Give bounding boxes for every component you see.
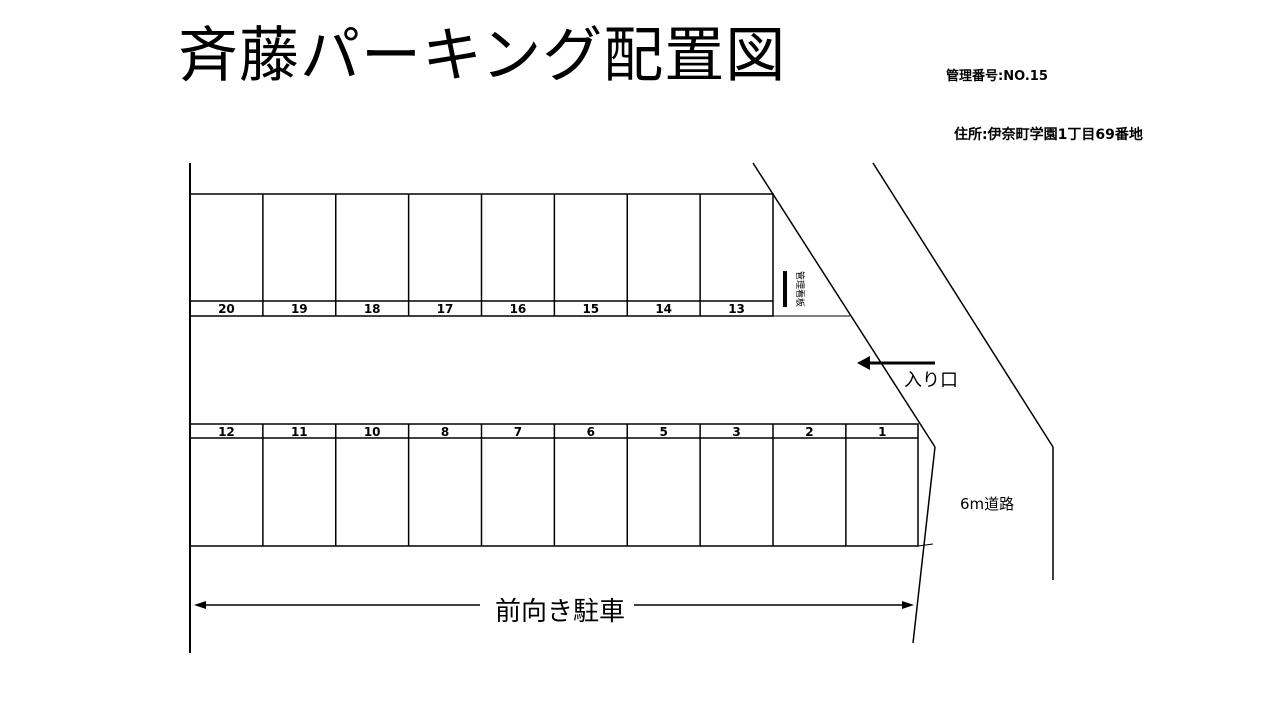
dimension-arrow-right-icon xyxy=(902,601,914,609)
road-label: 6m道路 xyxy=(960,495,1014,513)
sign-label: 管理看板 xyxy=(794,271,806,307)
parking-space-number: 7 xyxy=(514,425,522,439)
parking-space-number: 1 xyxy=(878,425,886,439)
parking-space-number: 20 xyxy=(218,302,235,316)
parking-space-number: 2 xyxy=(805,425,813,439)
parking-space-number: 17 xyxy=(437,302,454,316)
page-title: 斉藤パーキング配置図 xyxy=(178,21,787,91)
parking-space-number: 18 xyxy=(364,302,381,316)
parking-space-number: 11 xyxy=(291,425,308,439)
parking-space-number: 8 xyxy=(441,425,449,439)
parking-space-number: 15 xyxy=(582,302,599,316)
parking-space-number: 14 xyxy=(655,302,672,316)
parking-space-number: 3 xyxy=(732,425,740,439)
parking-space-number: 12 xyxy=(218,425,235,439)
dimension-arrow-left-icon xyxy=(194,601,206,609)
entrance-label: 入り口 xyxy=(904,370,958,391)
bottom-row-road-connector xyxy=(917,543,934,547)
road-edge-inner-line xyxy=(752,162,936,448)
parking-space-number: 16 xyxy=(510,302,527,316)
parking-space-number: 6 xyxy=(587,425,595,439)
parking-space-number: 10 xyxy=(364,425,381,439)
parking-space-number: 13 xyxy=(728,302,745,316)
entrance-arrow-head-icon xyxy=(857,356,870,370)
parking-note: 前向き駐車 xyxy=(495,597,625,627)
address: 住所:伊奈町学園1丁目69番地 xyxy=(954,127,1143,143)
parking-space-number: 19 xyxy=(291,302,308,316)
management-number: 管理番号:NO.15 xyxy=(946,69,1048,84)
road-edge-outer-line xyxy=(872,162,1054,448)
parking-space-number: 5 xyxy=(660,425,668,439)
management-sign-icon xyxy=(783,271,787,307)
